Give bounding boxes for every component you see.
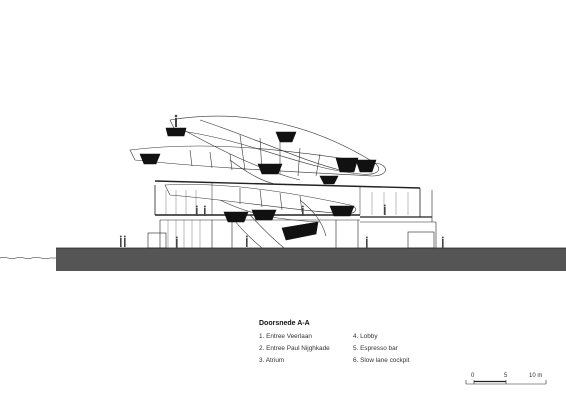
pods [139,127,377,241]
pod-5 [335,157,359,173]
human-figures [119,114,444,248]
pod-8 [223,211,249,223]
pod-3 [139,153,161,165]
legend-item-4: 4. Lobby [353,333,378,340]
legend-title: Doorsnede A-A [259,320,310,327]
legend-item-6: 6. Slow lane cockpit [353,357,410,364]
legend-item-1: 1. Entree Veerlaan [259,333,312,340]
pod-9 [251,209,277,221]
pod-11 [281,221,319,241]
pod-1 [165,127,187,137]
scale-label-5: 5 [504,373,508,379]
water-line [0,257,56,259]
scale-label-0: 0 [471,373,475,379]
pod-10 [329,205,355,217]
legend-item-5: 5. Espresso bar [353,345,398,352]
pod-7 [319,175,339,185]
pod-2 [275,131,297,143]
pod-4 [257,163,283,175]
curved-ramps [129,115,386,249]
legend-item-3: 3. Atrium [259,357,285,364]
legend-item-2: 2. Entree Paul Nijghkade [259,345,330,352]
ground-section [56,248,566,271]
scale-label-10m: 10 m [529,373,543,379]
scale-bar [465,380,547,385]
pod-6 [355,159,377,173]
